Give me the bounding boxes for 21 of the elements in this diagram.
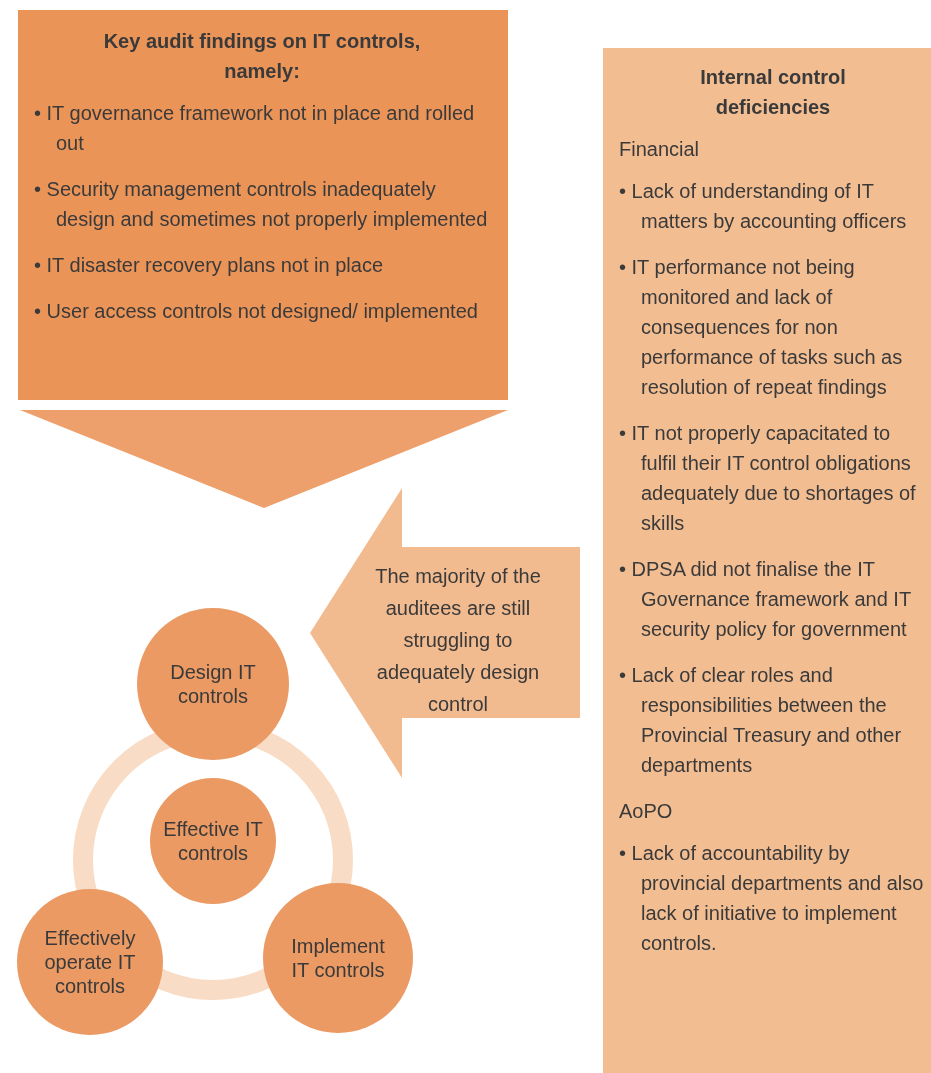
heading: Internal control deficiencies <box>699 65 847 120</box>
arrow-text: The majority of the auditees are still struggling to adequately design control <box>374 564 542 717</box>
bullet-item: • Lack of understanding of IT matters by accounting officers <box>619 179 908 234</box>
bullet-item: • User access controls not designed/ implemented <box>34 299 479 324</box>
bullet-item: • Security management controls inadequately design and sometimes not properly implemented <box>34 177 489 232</box>
deficiencies-panel <box>603 48 931 1073</box>
bullet-item: • Lack of clear roles and responsibilities between the Provincial Treasury and other departments <box>619 663 903 778</box>
circle-label: Effectively operate IT controls <box>43 926 137 998</box>
bullet-item: • IT not properly capacitated to fulfil their IT control obligations adequately due to shortages of skills <box>619 421 917 536</box>
subheading: Financial <box>619 137 701 162</box>
bullet-item: • IT disaster recovery plans not in place <box>34 253 385 278</box>
heading: Key audit findings on IT controls, namely: <box>102 29 422 84</box>
bullet-item: • IT governance framework not in place and rolled out <box>34 101 476 156</box>
subheading: AoPO <box>619 799 674 824</box>
circle-label: Design IT controls <box>169 660 257 708</box>
circle-label: Effective IT controls <box>163 817 263 865</box>
circle-label: Implement IT controls <box>290 934 386 982</box>
bullet-item: • IT performance not being monitored and lack of consequences for non performance of tasks such as resolution of repeat findings <box>619 255 904 400</box>
bullet-item: • Lack of accountability by provincial departments and also lack of initiative to implement controls. <box>619 841 925 956</box>
bullet-item: • DPSA did not finalise the IT Governance framework and IT security policy for government <box>619 557 912 642</box>
findings-box <box>18 10 508 400</box>
